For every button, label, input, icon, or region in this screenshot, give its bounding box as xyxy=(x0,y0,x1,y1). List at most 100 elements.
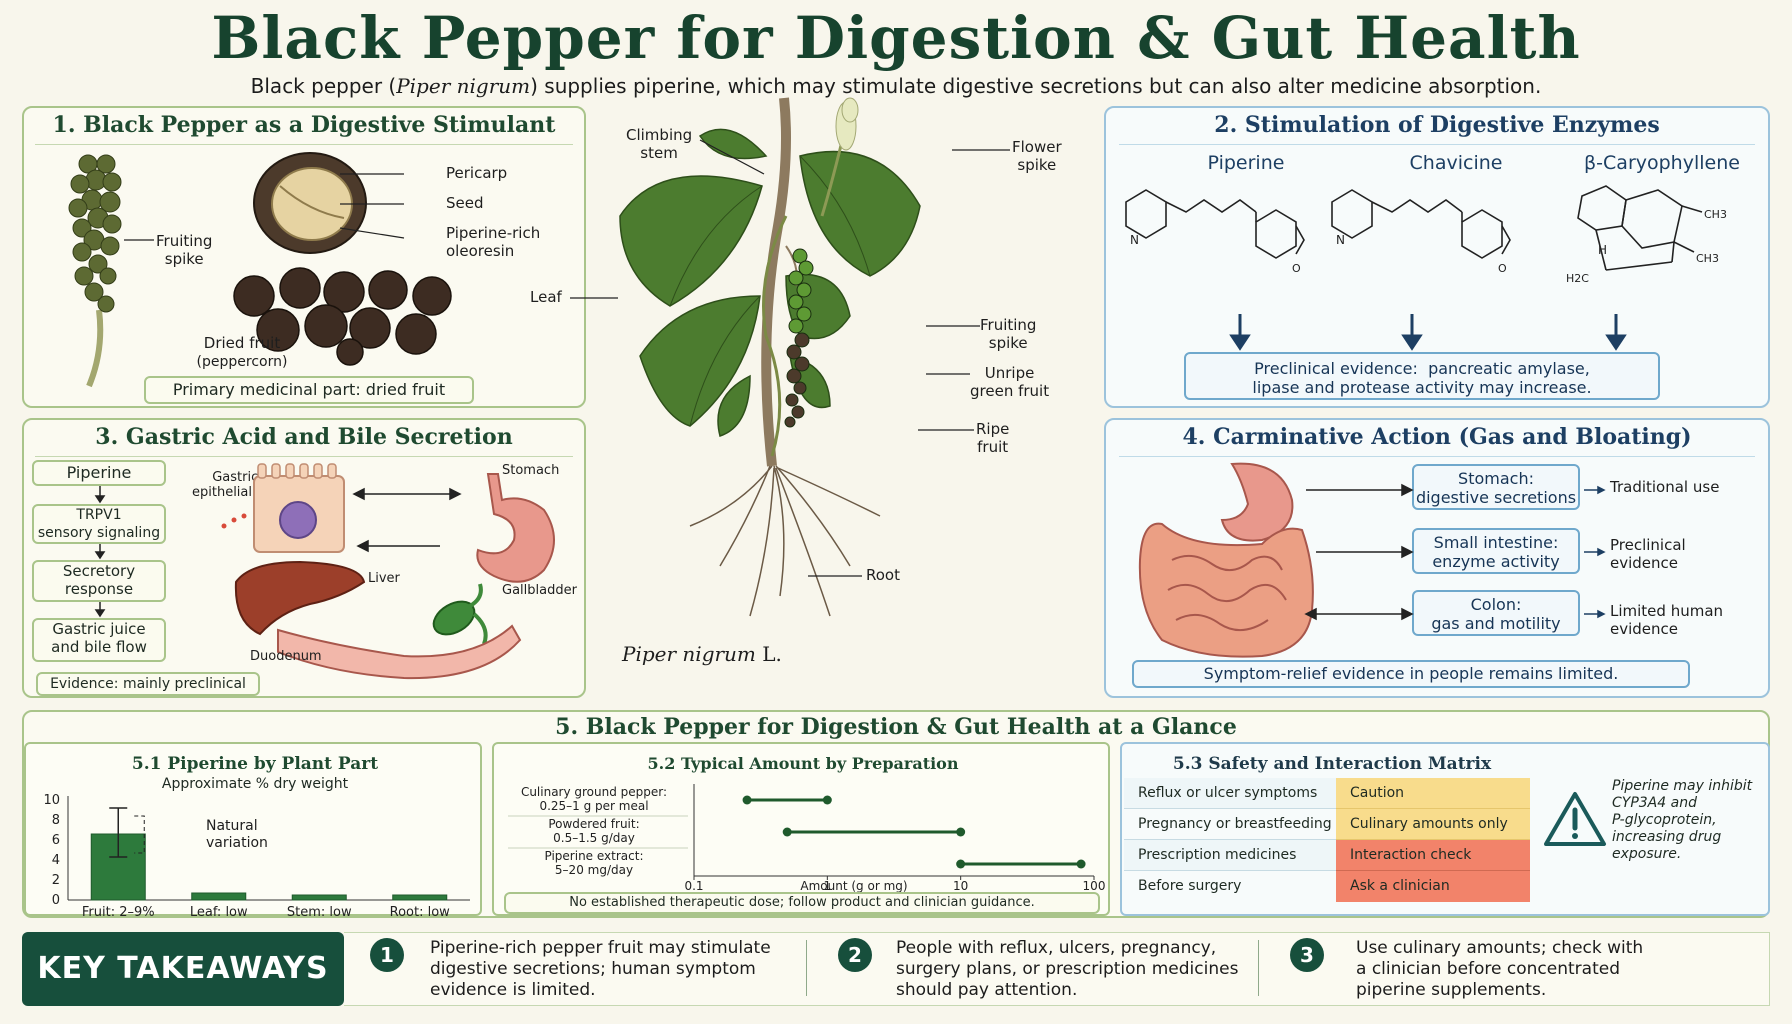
takeaway-1-number: 1 xyxy=(370,938,404,972)
row-label: 0.5–1.5 g/day xyxy=(553,831,635,845)
safety-matrix-table: Reflux or ulcer symptoms Caution Pregnan… xyxy=(1124,778,1530,902)
x-tick-label: 0.1 xyxy=(684,879,703,893)
svg-text:O: O xyxy=(1498,262,1507,275)
step-juice-bile: Gastric juice and bile flow xyxy=(32,618,166,662)
svg-text:O: O xyxy=(1292,262,1301,275)
label-gallbladder: Gallbladder xyxy=(502,583,577,598)
duodenum-illustration xyxy=(277,624,522,680)
molecule-chavicine-name: Chavicine xyxy=(1409,152,1503,174)
box-small-intestine: Small intestine: enzyme activity xyxy=(1412,528,1580,574)
pepper-plant-illustration xyxy=(619,97,921,617)
subpanel-piperine-by-part: 5.1 Piperine by Plant Part Approximate %… xyxy=(24,742,482,920)
takeaway-1-text: Piperine-rich pepper fruit may stimulate… xyxy=(430,938,771,1000)
carminative-arrows xyxy=(1304,483,1606,621)
signal-dots-icon xyxy=(221,513,247,529)
gallbladder-illustration xyxy=(432,583,488,645)
panel-3-title: 3. Gastric Acid and Bile Secretion xyxy=(95,424,513,450)
note-traditional-use: Traditional use xyxy=(1610,478,1720,496)
range-max-point xyxy=(956,827,966,837)
interaction-warning-text: Piperine may inhibit CYP3A4 and P-glycop… xyxy=(1612,778,1753,862)
matrix-status: Caution xyxy=(1336,778,1530,809)
label-duodenum: Duodenum xyxy=(250,649,322,664)
panel-digestive-stimulant: 1. Black Pepper as a Digestive Stimulant… xyxy=(22,106,586,408)
y-tick-label: 10 xyxy=(43,793,60,808)
chart-51-subtitle: Approximate % dry weight xyxy=(161,776,349,792)
label-pericarp: Pericarp xyxy=(446,164,508,182)
y-tick-label: 4 xyxy=(52,853,60,868)
piperine-structure-icon: NO xyxy=(1125,189,1305,275)
bar xyxy=(392,894,448,901)
label-oleoresin: Piperine-rich oleoresin xyxy=(446,224,541,260)
matrix-status: Ask a clinician xyxy=(1336,871,1530,902)
row-label: 0.25–1 g per meal xyxy=(539,799,648,813)
enzyme-arrows xyxy=(1229,314,1627,351)
page-title: Black Pepper for Digestion & Gut Health xyxy=(211,4,1581,72)
panel-5-title: 5. Black Pepper for Digestion & Gut Heal… xyxy=(555,714,1237,740)
step-arrows xyxy=(94,486,106,618)
panel-2-title: 2. Stimulation of Digestive Enzymes xyxy=(1214,112,1660,138)
x-tick-label: Root: low xyxy=(390,905,451,920)
warning-icon xyxy=(1544,792,1606,846)
label-stomach: Stomach xyxy=(502,463,560,478)
label-liver: Liver xyxy=(368,571,400,586)
stomach-illustration xyxy=(476,473,555,583)
range-min-point xyxy=(956,859,966,869)
panel-gastric-bile: 3. Gastric Acid and Bile Secretion Piper… xyxy=(22,418,586,698)
gastric-evidence-note: Evidence: mainly preclinical xyxy=(36,672,260,696)
matrix-status: Interaction check xyxy=(1336,840,1530,871)
liver-illustration xyxy=(234,560,366,636)
x-tick-label: Fruit: 2–9% xyxy=(82,905,155,920)
x-tick-label: 1 xyxy=(824,879,832,893)
takeaway-3-text: Use culinary amounts; check with a clini… xyxy=(1356,938,1644,1000)
matrix-item: Before surgery xyxy=(1124,871,1336,902)
subpanel-safety-matrix: 5.3 Safety and Interaction Matrix Reflux… xyxy=(1120,742,1770,916)
bar xyxy=(291,894,347,901)
matrix-item: Reflux or ulcer symptoms xyxy=(1124,778,1336,809)
panel-at-a-glance: 5. Black Pepper for Digestion & Gut Heal… xyxy=(22,710,1770,920)
natural-variation-label: Natural variation xyxy=(206,818,268,851)
panel-1-title: 1. Black Pepper as a Digestive Stimulant xyxy=(52,112,556,138)
label-plant-fruiting-spike: Fruiting spike xyxy=(980,316,1037,352)
bar xyxy=(191,892,247,901)
label-ripe-fruit: Ripe fruit xyxy=(976,420,1010,456)
svg-text:N: N xyxy=(1336,233,1345,247)
fruiting-spike-illustration xyxy=(68,154,122,388)
label-unripe-fruit: Unripe green fruit xyxy=(970,364,1050,400)
x-axis-label: Amount (g or mg) xyxy=(800,879,907,893)
label-flower-spike: Flower spike xyxy=(1012,138,1062,174)
x-tick-label: Stem: low xyxy=(287,905,352,920)
step-trpv1: TRPV1 sensory signaling xyxy=(32,504,166,544)
molecule-caryophyllene-name: β-Caryophyllene xyxy=(1584,152,1740,174)
step-piperine: Piperine xyxy=(32,460,166,486)
molecule-piperine-name: Piperine xyxy=(1207,152,1285,174)
label-fruiting-spike: Fruiting spike xyxy=(156,232,213,268)
panel-digestive-enzymes: 2. Stimulation of Digestive Enzymes Pipe… xyxy=(1104,106,1770,408)
species-label: Piper nigrum L. xyxy=(622,642,782,666)
label-leaf: Leaf xyxy=(530,288,562,306)
y-tick-label: 2 xyxy=(52,873,60,888)
x-tick-label: Leaf: low xyxy=(190,905,248,920)
takeaway-3-number: 3 xyxy=(1290,938,1324,972)
y-tick-label: 0 xyxy=(52,893,60,908)
range-max-point xyxy=(822,795,832,805)
safety-matrix-title: 5.3 Safety and Interaction Matrix xyxy=(1172,754,1492,774)
enzyme-evidence-note: Preclinical evidence: pancreatic amylase… xyxy=(1184,352,1660,400)
primary-part-note: Primary medicinal part: dried fruit xyxy=(144,376,474,404)
label-seed: Seed xyxy=(446,194,484,212)
y-tick-label: 6 xyxy=(52,833,60,848)
label-root: Root xyxy=(866,566,900,584)
svg-text:H2C: H2C xyxy=(1566,272,1589,285)
dried-peppercorns-illustration xyxy=(233,267,452,366)
range-max-point xyxy=(1076,859,1086,869)
y-tick-label: 8 xyxy=(52,813,60,828)
label-peppercorn: (peppercorn) xyxy=(196,354,288,370)
label-climbing-stem: Climbing stem xyxy=(626,126,693,162)
page-subtitle: Black pepper (Piper nigrum) supplies pip… xyxy=(250,74,1542,98)
box-colon: Colon: gas and motility xyxy=(1412,590,1580,636)
matrix-status: Culinary amounts only xyxy=(1336,809,1530,840)
label-dried-fruit: Dried fruit xyxy=(203,334,281,352)
range-min-point xyxy=(742,795,752,805)
row-label: Piperine extract: xyxy=(545,849,644,863)
